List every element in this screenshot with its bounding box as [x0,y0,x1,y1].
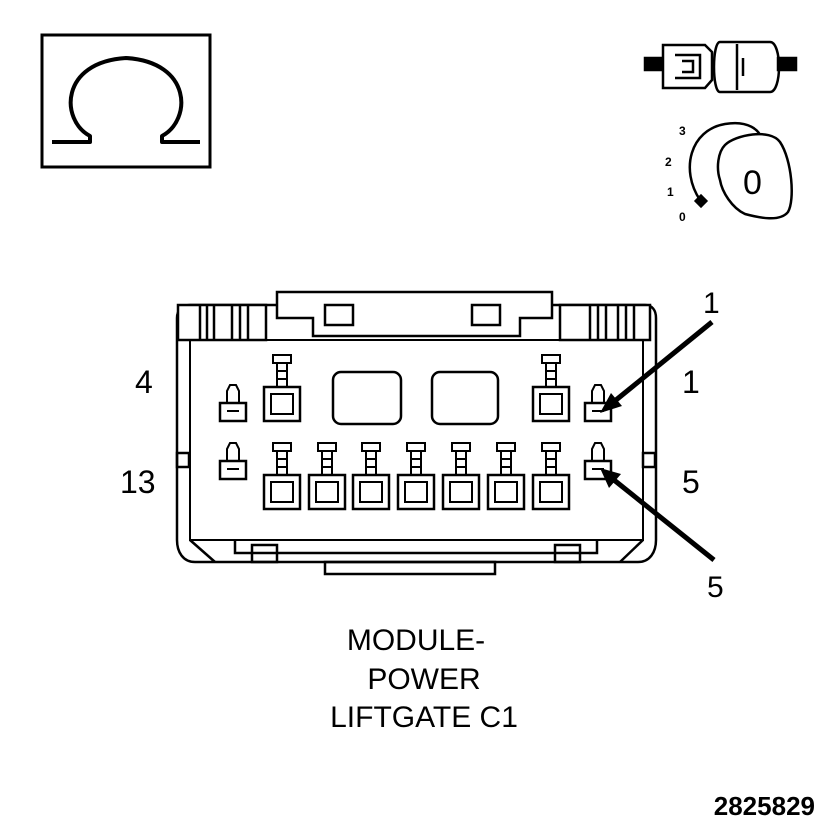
terminal-cavities [218,354,613,511]
key-label: 0 [743,164,762,202]
disconnected-connector-icon [643,40,798,94]
figure-id: 2825829 [714,791,815,821]
terminal-cavity-bottom-4 [396,442,436,511]
pin-label-4: 4 [135,364,153,400]
terminal-cavity-bottom-3 [351,442,391,511]
terminal-cavity-top [531,354,571,423]
connector-title-line-3: LIFTGATE C1 [330,701,518,734]
terminal-latch-top-left [218,384,248,423]
connector-title-line-1: MODULE- [347,624,485,657]
terminal-latch-bottom-left [218,442,248,481]
terminal-cavity-bottom-6 [486,442,526,511]
ohm-symbol-icon [40,33,212,169]
ignition-key-icon: 3 2 1 0 0 [665,121,793,224]
connector-face [175,290,658,576]
pin-label-5: 5 [682,464,700,500]
key-position-3: 3 [679,124,686,138]
terminal-cavity-bottom-1 [262,442,302,511]
arrow-label-5: 5 [707,571,724,604]
key-position-1: 1 [667,185,674,199]
pin-1-arrow [600,320,714,413]
connector-title-line-2: POWER [367,663,480,696]
pin-label-1: 1 [682,364,700,400]
terminal-cavity-top [262,354,302,423]
terminal-cavity-bottom-7 [531,442,571,511]
pin-label-13: 13 [120,464,156,500]
terminal-latch-bottom-right [583,442,613,481]
key-position-2: 2 [665,155,672,169]
terminal-cavity-bottom-2 [307,442,347,511]
key-position-0: 0 [679,210,686,224]
pin-5-arrow [600,468,716,562]
arrow-label-1: 1 [703,287,720,320]
terminal-cavity-bottom-5 [441,442,481,511]
